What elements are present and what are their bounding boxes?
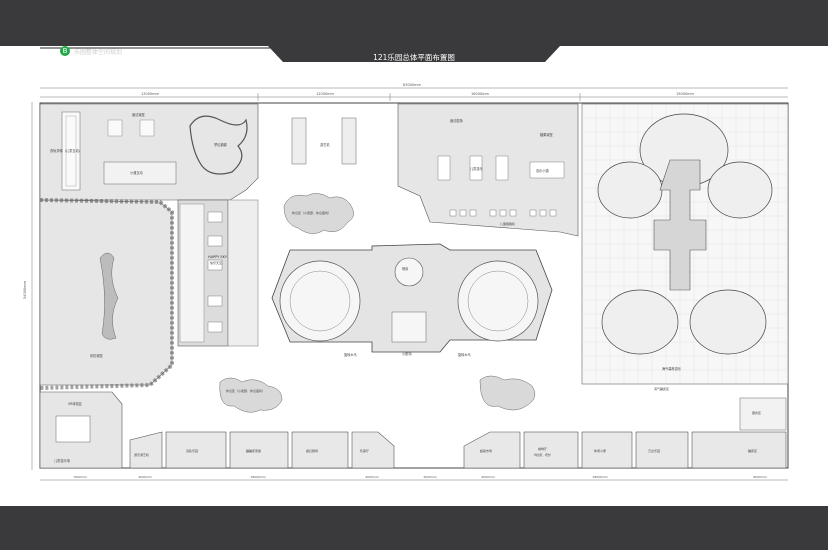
label-kids-room: 儿童游乐场 bbox=[54, 458, 70, 463]
zone-top-left: 双轨滑梯（儿童互动） 魔法城堡 沙滩互动 梦幻蜗蜗 bbox=[39, 103, 259, 201]
shop-label-8: （零食区、吧台） bbox=[532, 453, 553, 457]
dim-bottom-3: 18000mm bbox=[250, 475, 265, 479]
dim-left: 54000mm bbox=[23, 280, 27, 299]
dim-top-4: 19000mm bbox=[676, 92, 695, 96]
zone-bottom-left: VR体验区 儿童游乐场 bbox=[39, 391, 123, 469]
label-ride-c: 儿童游乐 bbox=[470, 166, 484, 171]
zone-right-grid: 海气森林游乐 海气蹦床区 bbox=[581, 103, 789, 391]
brand: B 乐园整体空间规划 bbox=[60, 45, 122, 57]
zone-service: 服务区 bbox=[739, 397, 787, 431]
shop-label-1: 游乐游艺机 bbox=[134, 452, 149, 457]
dimension-lines bbox=[31, 87, 788, 481]
rest-area-top: 休息区（小卖部、休息座椅） bbox=[283, 193, 354, 234]
brand-text: 乐园整体空间规划 bbox=[74, 48, 123, 56]
label-drift-zone: 魔法城堡 bbox=[132, 112, 146, 117]
shop-label-6: 超级市场 bbox=[480, 448, 492, 453]
label-ride-d: 欢乐小镇 bbox=[536, 168, 550, 173]
shop-label-4: 魔幻剧场 bbox=[306, 448, 318, 453]
label-happy-sky: HAPPY SKY bbox=[208, 255, 228, 259]
label-theatre: 魔法剧场 bbox=[450, 118, 463, 123]
label-rainbow-area: 彩虹城堡 bbox=[90, 353, 104, 358]
zone-left-big: 彩虹城堡 bbox=[39, 198, 174, 390]
title-band bbox=[0, 44, 828, 62]
brand-logo-icon: B bbox=[60, 46, 70, 56]
label-rest-top: 休息区（小卖部、休息座椅） bbox=[292, 210, 331, 215]
shop-label-3: 蹦蹦床家族 bbox=[246, 448, 261, 453]
label-carousel: 旋转木马 bbox=[344, 352, 357, 357]
label-stage-center: 小剧场 bbox=[402, 351, 412, 356]
zone-happy-sky: HAPPY SKY 快乐天空 bbox=[177, 199, 259, 347]
zone-arcade: 游艺机 bbox=[291, 117, 357, 165]
shop-label-7: 咖啡厅 bbox=[538, 446, 547, 451]
label-ride-row: 儿童跳跳机 bbox=[500, 221, 515, 226]
label-maze: 海气森林游乐 bbox=[662, 366, 682, 371]
rest-area-bottom: 休息区（小卖部、休息座椅） bbox=[219, 375, 536, 413]
label-dream-coaster: 梦幻蜗蜗 bbox=[214, 142, 227, 147]
label-happy-sky-sub: 快乐天空 bbox=[210, 260, 222, 265]
label-castle-zone: 海气蹦床区 bbox=[654, 386, 669, 391]
dim-bottom-5: 3000mm bbox=[423, 475, 437, 479]
shop-label-5: 售票厅 bbox=[360, 448, 369, 453]
shop-label-9: 休闲小屋 bbox=[594, 448, 606, 453]
shop-label-10: 万达乐园 bbox=[648, 448, 660, 453]
label-sand-area: 沙滩互动 bbox=[130, 170, 143, 175]
label-service: 服务区 bbox=[752, 410, 761, 415]
carousel-complex: 旋转木马 小剧场 旋转木马 喷泉 bbox=[271, 243, 553, 357]
label-rest-bottom: 休息区（小卖部、休息座椅） bbox=[226, 388, 265, 393]
label-vr: VR体验区 bbox=[68, 401, 83, 406]
dim-bottom-4: 4000mm bbox=[365, 475, 379, 479]
dim-bottom-2: 4000mm bbox=[138, 475, 152, 479]
dim-top-total: 83000mm bbox=[403, 83, 422, 87]
zone-top-mid-right: 魔法剧场 糖果城堡 儿童游乐 欢乐小镇 儿童跳跳机 bbox=[397, 103, 579, 237]
shop-label-2: 双轨乐园 bbox=[186, 448, 198, 453]
dim-top-2: 12000mm bbox=[316, 92, 335, 96]
top-frame-bar bbox=[0, 0, 828, 44]
label-carousel-right: 旋转木马 bbox=[458, 352, 471, 357]
shop-label-11: 蹦床区 bbox=[748, 448, 757, 453]
label-fountain: 喷泉 bbox=[402, 266, 409, 271]
label-arcade: 游艺机 bbox=[320, 142, 330, 147]
dim-bottom-1: 7000mm bbox=[73, 475, 87, 479]
sheet-title: 121乐园总体平面布置图 bbox=[373, 53, 455, 62]
dim-bottom-8: 8000mm bbox=[753, 475, 767, 479]
dim-top-1: 13000mm bbox=[141, 92, 160, 96]
label-slide-track: 双轨滑梯（儿童互动） bbox=[50, 148, 82, 153]
bottom-shop-row: 游乐游艺机 双轨乐园 蹦蹦床家族 魔幻剧场 售票厅 超级市场 咖啡厅 （零食区、… bbox=[129, 431, 787, 469]
dim-bottom-6: 4000mm bbox=[481, 475, 495, 479]
dim-top-3: 16000mm bbox=[471, 92, 490, 96]
bottom-frame-bar bbox=[0, 506, 828, 550]
dim-bottom-7: 18000mm bbox=[592, 475, 607, 479]
label-candy-house: 糖果城堡 bbox=[540, 132, 554, 137]
